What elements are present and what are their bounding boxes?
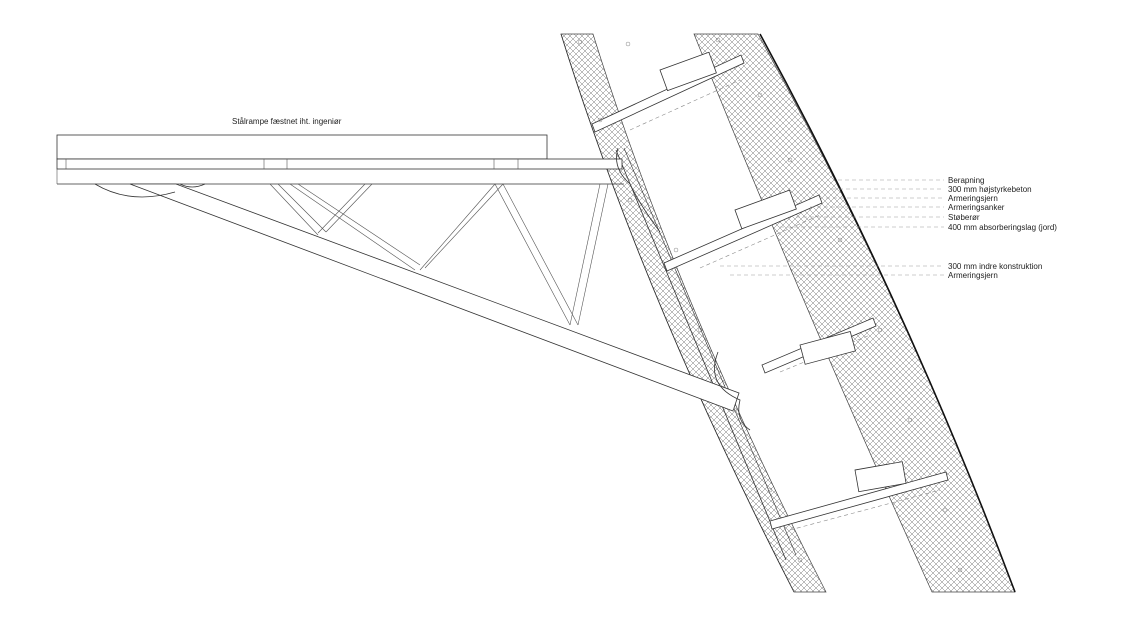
- label-berapning: Berapning: [948, 176, 984, 185]
- inner-face-line: [560, 33, 795, 593]
- rebar-markers: [577, 37, 963, 573]
- wall-plate-edge: [623, 147, 797, 556]
- wall-plate: [615, 149, 787, 561]
- anchor-blocks: [659, 51, 907, 493]
- outer-face-line: [759, 33, 1016, 593]
- connection-arcs: [94, 147, 751, 431]
- steel-ramp-deck: [56, 134, 624, 185]
- label-high-strength-concrete: 300 mm højstyrkebeton: [948, 185, 1032, 194]
- ramp-title-label: Stålrampe fæstnet iht. ingeniør: [232, 117, 342, 126]
- label-inner-construction: 300 mm indre konstruktion: [948, 262, 1042, 271]
- label-rebar-inner: Armeringsjern: [948, 271, 998, 280]
- label-rebar-anchor: Armeringsanker: [948, 203, 1005, 212]
- outer-concrete-layer: [693, 33, 1016, 593]
- leader-lines: [720, 179, 944, 276]
- label-absorption-layer: 400 mm absorberingslag (jord): [948, 223, 1057, 232]
- truss-members: [269, 183, 609, 326]
- diagonal-strut: [129, 183, 740, 412]
- label-rebar-outer: Armeringsjern: [948, 194, 998, 203]
- label-casting-pipe: Støberør: [948, 213, 980, 222]
- material-labels: Berapning 300 mm højstyrkebeton Armering…: [948, 176, 1057, 280]
